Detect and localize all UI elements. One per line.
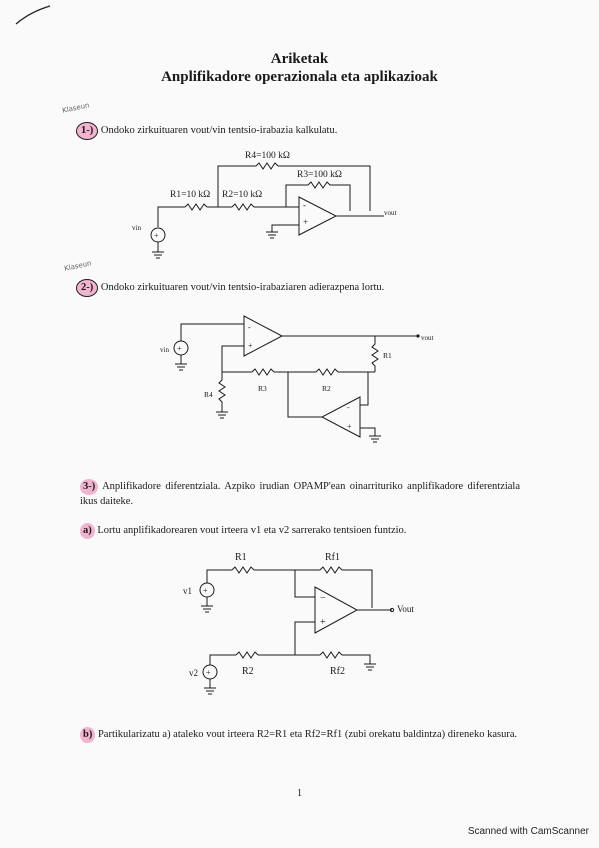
c3-v2-ground bbox=[204, 687, 216, 695]
question-3a-label: a) bbox=[80, 523, 95, 539]
c2-minus-label: - bbox=[248, 323, 251, 332]
c3-opamp bbox=[314, 586, 359, 634]
svg-text:+: + bbox=[206, 668, 211, 677]
c1-minus-label: - bbox=[303, 200, 306, 210]
question-2-text: Ondoko zirkuituaren vout/vin tentsio-ira… bbox=[100, 282, 385, 293]
question-3a: a) Lortu anplifikadorearen vout irteera … bbox=[80, 523, 406, 539]
question-1-text: Ondoko zirkuituaren vout/vin tentsio-ira… bbox=[100, 125, 338, 136]
c2-r4-label: R4 bbox=[204, 390, 213, 399]
question-1: 1-) Ondoko zirkuituaren vout/vin tentsio… bbox=[76, 122, 337, 140]
c1-r4-label: R4=100 kΩ bbox=[245, 151, 290, 161]
c3-rf1-label: Rf1 bbox=[325, 552, 340, 563]
question-3-text: Anplifikadore diferentziala. Azpiko irud… bbox=[80, 481, 521, 507]
c1-resistor-r4 bbox=[255, 162, 279, 170]
svg-text:+: + bbox=[203, 586, 208, 595]
c2-resistor-r2 bbox=[315, 368, 339, 376]
c2-buffer-plus-label: + bbox=[347, 422, 352, 431]
c1-vin-ground bbox=[152, 251, 164, 259]
circuit-1: R4=100 kΩ R3=100 kΩ R1=10 kΩ R2=10 kΩ vi… bbox=[132, 151, 397, 259]
c2-buffer-minus-label: - bbox=[347, 403, 350, 412]
c3-resistor-r1 bbox=[231, 566, 255, 574]
c3-r2-label: R2 bbox=[242, 666, 254, 677]
question-2-number: 2-) bbox=[76, 279, 99, 297]
c3-rf2-label: Rf2 bbox=[330, 666, 345, 677]
c2-buffer-ground bbox=[369, 435, 381, 443]
c1-plus-label: + bbox=[303, 217, 308, 227]
c3-resistor-r2 bbox=[235, 651, 259, 659]
c2-resistor-r4 bbox=[218, 372, 226, 408]
c1-vout-label: vout bbox=[384, 209, 397, 217]
c3-r1-label: R1 bbox=[235, 552, 247, 563]
c2-vout-label: vout bbox=[421, 334, 434, 342]
c1-resistor-r3 bbox=[307, 181, 331, 189]
c3-resistor-rf2 bbox=[319, 651, 343, 659]
question-1-number: 1-) bbox=[76, 122, 99, 140]
circuit-2: vin vout R1 R3 R2 R4 - + - + + bbox=[160, 315, 434, 443]
c2-r1-label: R1 bbox=[383, 351, 392, 360]
c2-vin-ground bbox=[175, 363, 187, 371]
question-3b-text: Partikularizatu a) ataleko vout irteera … bbox=[97, 729, 518, 740]
page-subtitle: Anplifikadore operazionala eta aplikazio… bbox=[161, 69, 438, 85]
c1-r2-label: R2=10 kΩ bbox=[222, 190, 262, 200]
c3-vout-label: Vout bbox=[397, 604, 414, 614]
c1-r3-label: R3=100 kΩ bbox=[297, 170, 342, 180]
question-3a-text: Lortu anplifikadorearen vout irteera v1 … bbox=[97, 525, 407, 536]
c1-ground bbox=[266, 231, 278, 239]
c2-resistor-r1 bbox=[371, 336, 379, 372]
question-2: 2-) Ondoko zirkuituaren vout/vin tentsio… bbox=[76, 279, 384, 297]
question-3-number: 3-) bbox=[80, 479, 99, 495]
c2-buffer-opamp bbox=[320, 396, 361, 438]
c3-minus-label: − bbox=[320, 593, 326, 604]
c3-resistor-rf1 bbox=[319, 566, 343, 574]
question-3b: b) Partikularizatu a) ataleko vout irtee… bbox=[80, 727, 520, 743]
c2-opamp bbox=[243, 315, 284, 357]
c2-plus-label: + bbox=[248, 341, 253, 350]
circuit-3: R1 Rf1 R2 Rf2 v1 v2 Vout − + + + bbox=[183, 552, 414, 695]
c1-resistor-r2 bbox=[231, 203, 255, 211]
c3-v1-label: v1 bbox=[183, 586, 192, 596]
c2-r2-label: R2 bbox=[322, 384, 331, 393]
c2-r4-ground bbox=[216, 411, 228, 419]
c2-r3-label: R3 bbox=[258, 384, 267, 393]
c2-vin-label: vin bbox=[160, 346, 169, 354]
page-number: 1 bbox=[297, 788, 302, 799]
question-3: 3-) Anplifikadore diferentziala. Azpiko … bbox=[80, 479, 520, 509]
c3-plus-label: + bbox=[320, 617, 326, 628]
question-3b-label: b) bbox=[80, 727, 96, 743]
c3-v2-label: v2 bbox=[189, 668, 198, 678]
c1-vin-label: vin bbox=[132, 224, 141, 232]
c3-rf2-ground bbox=[364, 663, 376, 671]
pen-stroke-mark bbox=[15, 5, 51, 25]
scanner-watermark: Scanned with CamScanner bbox=[467, 826, 589, 837]
c3-v1-ground bbox=[201, 605, 213, 613]
page-title: Ariketak bbox=[270, 51, 329, 67]
c1-resistor-r1 bbox=[184, 203, 208, 211]
svg-text:+: + bbox=[154, 231, 159, 240]
c1-opamp bbox=[298, 196, 338, 236]
svg-text:+: + bbox=[177, 344, 182, 353]
c2-resistor-r3 bbox=[251, 368, 275, 376]
c1-r1-label: R1=10 kΩ bbox=[170, 190, 210, 200]
